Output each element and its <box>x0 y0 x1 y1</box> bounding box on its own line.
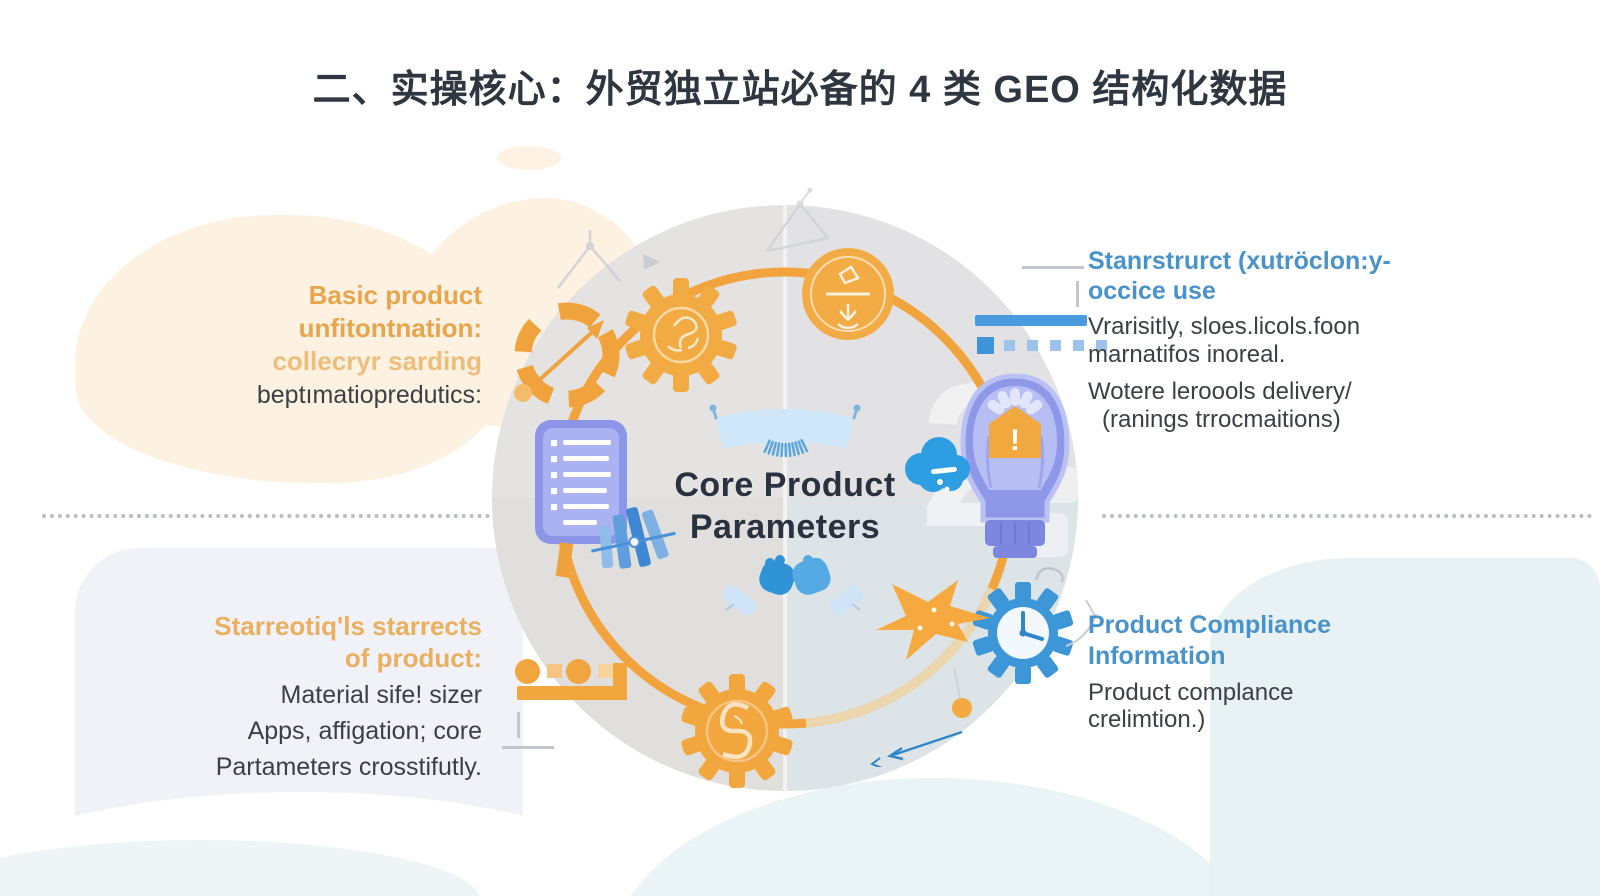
curve-sketch-icon <box>1065 599 1097 647</box>
section-heading: Stanrstrurct (xutröclon:y- <box>1088 247 1391 275</box>
page-title: 二、实操核心：外贸独立站必备的 4 类 GEO 结构化数据 <box>312 69 1288 111</box>
connector-line <box>613 663 627 700</box>
connector-dot <box>515 659 540 684</box>
fist-bump-icon <box>723 555 863 616</box>
callout-line <box>1022 266 1084 269</box>
gear-rose-icon <box>625 278 737 392</box>
center-title-line1: Core Product <box>674 466 896 504</box>
flag-sketch-icon <box>765 187 831 253</box>
section-body: Vrarisitly, sloes.licols.foon <box>1088 313 1361 340</box>
square-marker <box>1050 340 1061 351</box>
section-heading: Starreotiqʹls starrects <box>214 611 482 641</box>
orange-dot <box>952 698 972 718</box>
square-marker <box>1004 340 1015 351</box>
pale-blue-blob <box>1210 558 1600 896</box>
arrow-sketch-icon <box>869 730 963 767</box>
section-body: Product complance <box>1088 679 1294 706</box>
section-basic-info: Basic product unfitontnation: collecryr … <box>170 279 482 412</box>
section-compliance: Product Compliance Information Product c… <box>1088 610 1428 733</box>
section-body: crelimtion.) <box>1088 706 1206 733</box>
section-body: beptımatiopredutics: <box>256 381 482 409</box>
hook-sketch-icon <box>1034 567 1064 583</box>
callout-line <box>517 712 520 738</box>
center-title-line2: Parameters <box>689 508 881 546</box>
warning-mark: ! <box>1010 424 1020 457</box>
dotted-divider-right <box>1102 514 1592 518</box>
section-standard-struct: Stanrstrurct (xutröclon:y- occice use Vr… <box>1088 246 1448 434</box>
section-heading: Basic product <box>308 280 482 310</box>
section-heading: unfitontnation: <box>298 313 482 343</box>
lightbulb-icon: ! <box>960 373 1070 558</box>
section-body: Wotere leroools delivery/ <box>1088 378 1352 405</box>
s-gear-icon <box>681 674 793 788</box>
connector-dot <box>566 659 591 684</box>
warning-house-icon <box>989 406 1041 458</box>
section-heading: occice use <box>1088 277 1216 305</box>
section-subheading: collecryr sarding <box>272 346 482 376</box>
document-lines <box>551 440 611 525</box>
connector-line <box>517 686 627 700</box>
exchange-arrows-icon <box>802 248 894 340</box>
antenna-sketch-icon <box>557 230 660 289</box>
hang-line <box>953 667 961 699</box>
section-body: Partameters crosstifutly. <box>215 753 482 781</box>
pie-chart-icon <box>514 302 620 408</box>
paper-plane-icon <box>876 580 990 660</box>
connector-dash <box>547 664 562 678</box>
center-title: Core Product Parameters <box>615 464 955 548</box>
clock-gear-icon <box>972 582 1074 684</box>
section-product-specs: Starreotiqʹls starrects of product: Mate… <box>150 610 482 785</box>
section-body: (ranings trrocmaitions) <box>1102 406 1341 433</box>
callout-line <box>502 746 554 749</box>
banner-icon <box>709 404 861 458</box>
section-heading: Information <box>1088 642 1226 670</box>
square-marker <box>1073 340 1084 351</box>
dotted-divider-left <box>42 514 490 518</box>
progress-bar <box>975 315 1087 326</box>
section-heading: Product Compliance <box>1088 611 1332 639</box>
cream-blob <box>497 146 561 170</box>
circle-divider-line <box>783 205 787 791</box>
callout-line <box>1076 281 1079 307</box>
section-body: Material sife! sizer <box>280 681 482 709</box>
section-heading: of product: <box>344 643 482 673</box>
cloud-icon <box>905 437 970 492</box>
square-marker <box>1096 340 1107 351</box>
bar-slats-icon <box>591 507 676 569</box>
square-marker <box>977 337 994 354</box>
section-body: Apps, affigation; core <box>247 717 482 745</box>
square-marker <box>1027 340 1038 351</box>
section-body: marnatifos inoreal. <box>1088 341 1286 368</box>
